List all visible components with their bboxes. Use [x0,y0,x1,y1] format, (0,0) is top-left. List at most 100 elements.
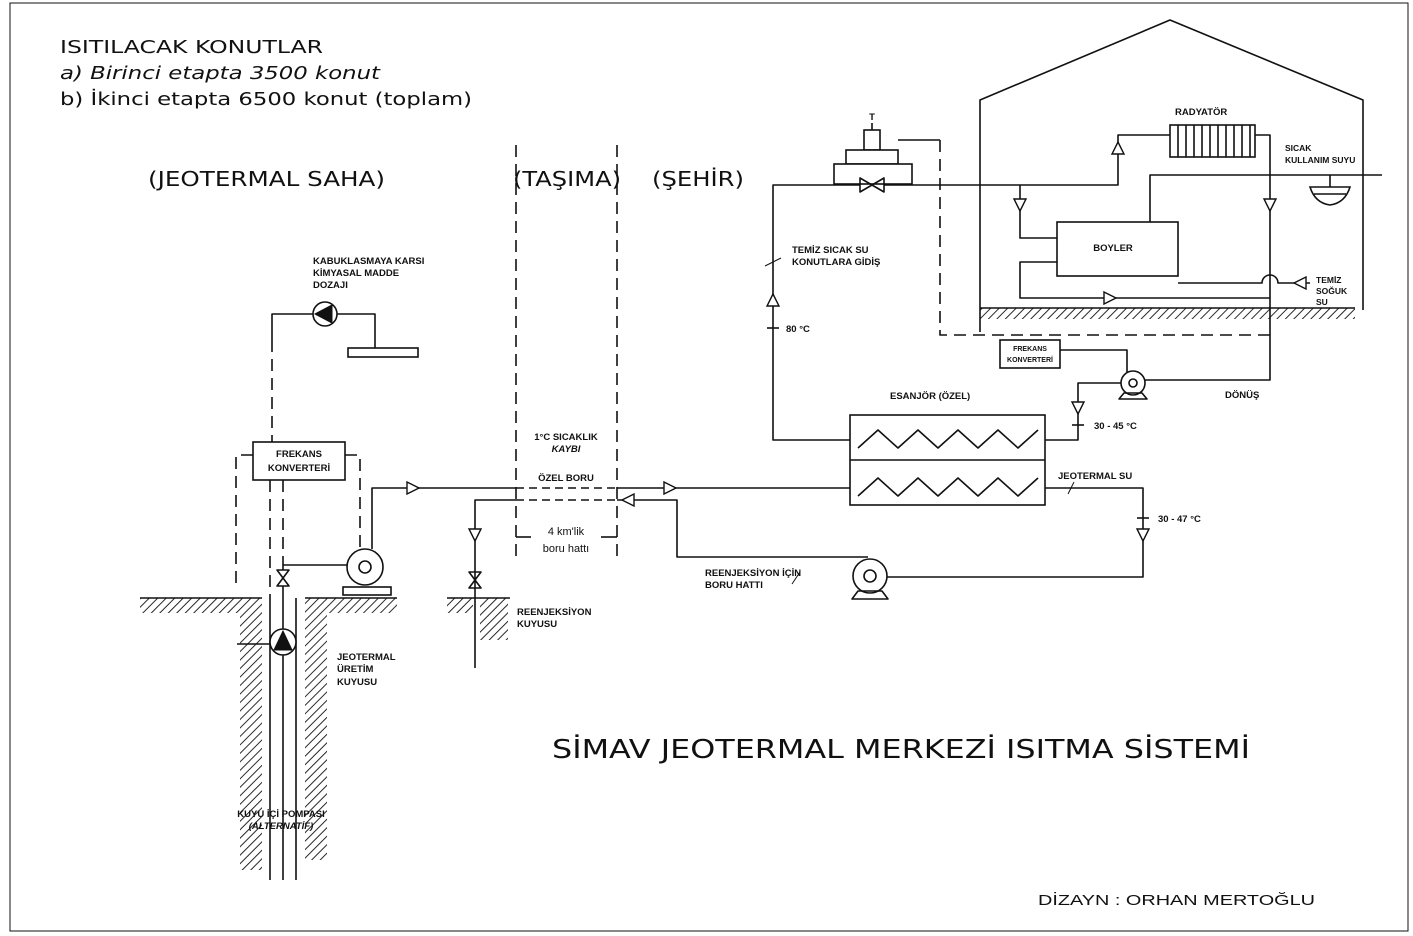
field-frequency-converter: FREKANS KONVERTERİ [235,441,361,598]
flow-arrow-icon [663,480,678,496]
production-well-label-2: ÜRETİM [337,664,374,675]
geothermal-water-label: JEOTERMAL SU [1058,471,1132,482]
heat-loss-label-2: KAYBI [552,444,581,455]
pipe-length-label: 4 km'lik [548,526,585,538]
production-well-label-1: JEOTERMAL [337,652,396,663]
flow-arrow-icon [467,528,483,543]
ground-hatch-left [140,598,240,613]
heat-loss-label-1: 1°C SICAKLIK [534,432,598,443]
radiator-label: RADYATÖR [1175,107,1227,118]
radiator-icon [1169,124,1256,158]
converter-label-1: FREKANS [276,449,322,460]
radiator-fins [1177,125,1251,157]
production-well-label-3: KUYUSU [337,677,377,688]
shower-head-icon [1308,186,1352,206]
converter-dashed-right [345,454,361,548]
city-converter-label-2: KONVERTERİ [1007,356,1053,364]
zone-field-label: (JEOTERMAL SAHA) [148,167,385,191]
supply-pointer [764,257,782,267]
flow-arrow-icon [1012,198,1028,213]
main-supply-pipe [884,134,1170,186]
flow-arrow-icon [1103,290,1118,306]
production-well: JEOTERMAL ÜRETİM KUYUSU KUYU İÇİ POMPASI… [140,548,397,880]
exchanger-coil-lower [857,477,1039,497]
city-supply-pipe [772,184,860,441]
header-stage-b: b) İkinci etapta 6500 konut (toplam) [60,89,472,110]
cold-water-label-3: SU [1316,297,1328,307]
reinjection-well: REENJEKSİYON KUYUSU [447,499,592,668]
pipe-type-label: ÖZEL BORU [538,473,594,484]
frame-border [9,2,1409,932]
return-label: DÖNÜŞ [1225,390,1259,401]
zone-transport-label: (TAŞIMA) [513,167,621,191]
thermostat-valve-icon [859,177,885,193]
reinjection-pump-icon [852,558,888,594]
transport-zone: 1°C SICAKLIK KAYBI ÖZEL BORU 4 km'lik bo… [515,145,618,560]
supply-pipe-field [371,487,516,549]
converter-label-2: KONVERTERİ [268,463,330,474]
exchanger-label: ESANJÖR (ÖZEL) [890,391,970,402]
city-converter-label-1: FREKANS [1013,346,1047,353]
downhole-pump-label-1: KUYU İÇİ POMPASI [237,809,324,820]
supply-label-1: TEMİZ SICAK SU [792,245,869,256]
production-pump-base [342,586,392,596]
geo-return-temp-label: 30 - 47 °C [1158,514,1201,525]
reinjection-ground-hatch-left [447,598,473,613]
flow-arrow-icon [406,480,421,496]
downhole-pump-arrow-icon [273,629,293,651]
dosing-pump-arrow-icon [313,304,333,324]
converter-dashed-left [235,454,253,590]
reinjection-valve-icon [468,571,482,589]
supply-label-2: KONUTLARA GİDİŞ [792,257,880,268]
wellhead-to-pump-pipe [282,564,347,570]
boiler-box [1056,221,1179,277]
diagram-title: SİMAV JEOTERMAL MERKEZİ ISITMA SİSTEMİ [552,733,1250,765]
dosing-unit: KABUKLASMAYA KARSI KİMYASAL MADDE DOZAJI [271,256,424,442]
building-outline [979,19,1364,332]
reinjection-pipe-field [474,499,516,668]
converter-box [252,441,346,481]
thermostat-housing-top [845,149,899,165]
reinjection-well-label-1: REENJEKSİYON [517,607,592,618]
flow-arrow-icon [1262,198,1278,213]
dosing-pipe-in [271,313,313,340]
flow-arrow-icon [1110,140,1126,155]
hot-water-label-2: KULLANIM SUYU [1285,155,1355,165]
dosing-pipe-out [337,313,376,348]
cold-water-pipe [1178,274,1310,284]
flow-arrow-icon [765,292,781,307]
dosing-tank [347,347,419,358]
cold-water-label-1: TEMİZ [1316,275,1342,285]
thermostat-actuator [863,129,881,151]
wellhead-valve-icon [276,569,290,587]
ground-hatch-right [327,598,397,613]
reinjection-line-label-1: REENJEKSİYON İÇİN [705,568,801,579]
flow-arrow-icon [1292,275,1307,291]
production-pump-impeller [358,560,372,574]
flow-arrow-icon [620,492,635,508]
return-temp-label: 30 - 45 °C [1094,421,1137,432]
hot-water-label-1: SICAK [1285,143,1312,153]
reinjection-pump-impeller [863,569,877,583]
geothermal-water-pointer [1067,481,1075,495]
dosing-label-3: DOZAJI [313,280,348,291]
building-ground-hatch [980,308,1355,319]
thermostat-label: T [869,112,875,123]
thermostat-dashed-signal [939,140,1270,336]
boiler-label: BOYLER [1093,243,1133,254]
thermostat-housing [833,163,913,185]
zone-city-label: (ŞEHİR) [652,167,744,191]
well-wall-left-hatch [240,598,262,870]
well-wall-right-hatch [305,598,327,860]
reinjection-line-pointer [791,571,801,585]
circulation-pump-impeller [1128,378,1138,388]
dosing-label-2: KİMYASAL MADDE [313,268,399,279]
radiator-return-pipe [1145,134,1271,381]
header-stage-a: a) Birinci etapta 3500 konut [60,63,381,84]
exchanger-coil-upper [857,429,1039,449]
reinjection-well-label-2: KUYUSU [517,619,557,630]
reinjection-pump-base [851,590,889,600]
reinjection-ground-hatch-right [480,598,508,640]
reinjection-return-pipe [617,499,868,558]
